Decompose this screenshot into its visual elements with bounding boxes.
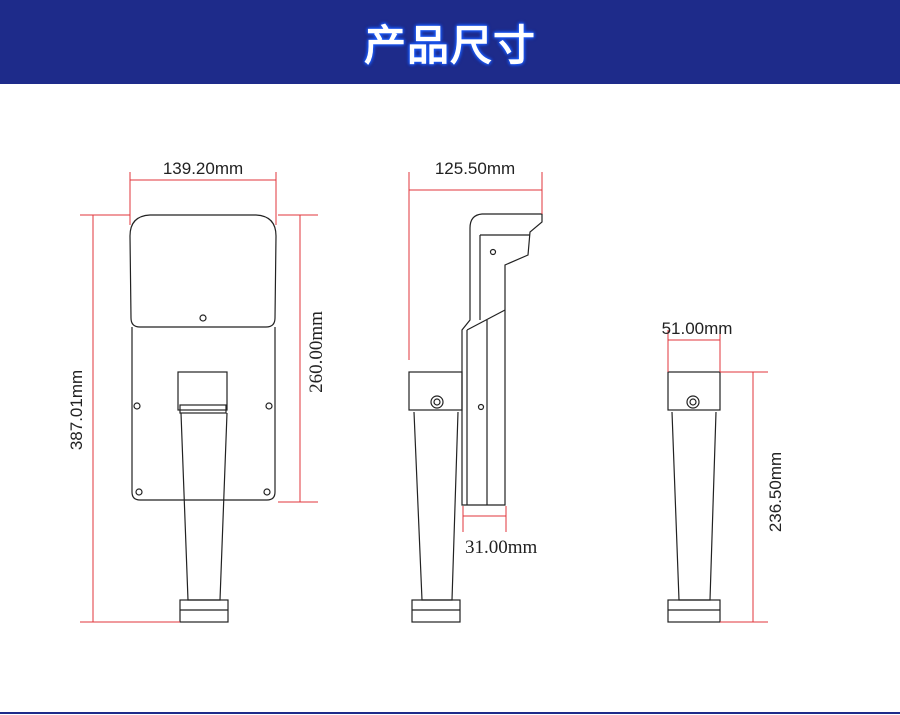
front-pole-base xyxy=(179,599,229,623)
side-pole-base xyxy=(411,599,461,623)
pole-height-label: 236.50mm xyxy=(766,452,785,532)
side-depth-label: 125.50mm xyxy=(435,159,515,178)
front-view xyxy=(129,214,277,623)
bottom-divider xyxy=(0,712,900,714)
pole-body xyxy=(671,411,717,601)
pole-clamp xyxy=(667,371,721,411)
front-head-height-label: 260.00mm xyxy=(306,311,327,393)
pole-view xyxy=(667,371,721,623)
front-lamp-head xyxy=(129,214,277,328)
side-lamp-arm xyxy=(461,213,543,506)
page-title: 产品尺寸 xyxy=(363,21,536,70)
side-pole-clamp xyxy=(408,371,463,411)
front-mount-plate xyxy=(131,327,276,501)
pole-base xyxy=(667,599,721,623)
dimension-lines xyxy=(80,172,768,623)
front-width-label: 139.20mm xyxy=(163,159,243,178)
front-total-height-label: 387.01mm xyxy=(67,370,86,450)
side-panel-thickness-label: 31.00mm xyxy=(465,537,538,558)
front-pole xyxy=(180,412,228,601)
side-pole xyxy=(413,411,459,601)
header-banner: 产品尺寸 xyxy=(0,0,900,84)
front-pole-clamp xyxy=(177,371,228,411)
side-view xyxy=(408,213,543,623)
pole-width-label: 51.00mm xyxy=(662,319,733,338)
